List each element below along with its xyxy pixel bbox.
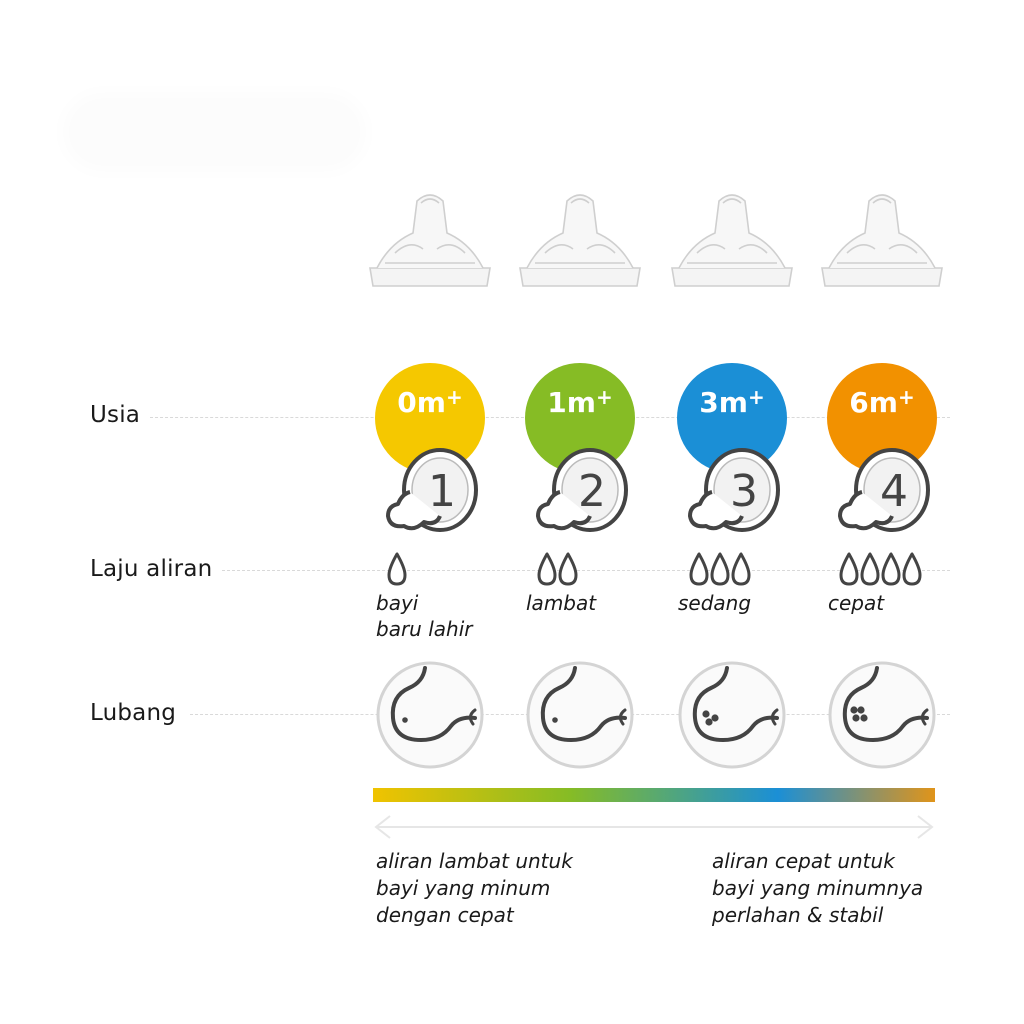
teat-product-image (821, 194, 943, 287)
water-drop-icon (558, 552, 578, 586)
water-drop-icon (881, 552, 901, 586)
flow-gradient-bar (373, 788, 935, 802)
fast-flow-line: perlahan & stabil (712, 903, 884, 927)
water-drop-icon (387, 552, 407, 586)
flow-description-line: bayi (376, 591, 419, 615)
water-drop-icon (537, 552, 557, 586)
hole-dot (860, 714, 868, 722)
fast-flow-line: aliran cepat untuk (712, 849, 895, 873)
nipple-teat-icon: 4 (838, 448, 930, 532)
nipple-teat-icon: 3 (688, 448, 780, 532)
water-drop-icon (731, 552, 751, 586)
flow-description: sedang (678, 590, 751, 616)
flow-description: lambat (526, 590, 596, 616)
flow-description-line: cepat (828, 591, 885, 615)
age-text: 3m+ (699, 385, 764, 419)
flow-drops (537, 552, 578, 586)
teat-number: 1 (428, 466, 456, 517)
age-text: 1m+ (547, 385, 612, 419)
age-value: 6m (849, 386, 898, 419)
hole-dot (711, 714, 719, 722)
slow-flow-line: bayi yang minum (376, 876, 551, 900)
fast-flow-description: aliran cepat untuk bayi yang minumnya pe… (712, 848, 923, 929)
nipple-hole-closeup-icon (678, 661, 786, 769)
teat-number: 3 (730, 466, 758, 517)
faint-background-shape (72, 102, 357, 162)
water-drop-icon (689, 552, 709, 586)
water-drop-icon (710, 552, 730, 586)
nipple-teat-icon: 1 (386, 448, 478, 532)
age-value: 0m (397, 386, 446, 419)
hole-dot (402, 717, 408, 723)
nipple-teat-icon: 2 (536, 448, 628, 532)
hole-dot (852, 714, 860, 722)
age-row-label: Usia (90, 402, 141, 428)
teat-number: 2 (578, 466, 606, 517)
flow-row-label: Laju aliran (90, 556, 213, 582)
flow-description: cepat (828, 590, 884, 616)
fast-flow-line: bayi yang minumnya (712, 876, 924, 900)
nipple-hole-closeup-icon (526, 661, 634, 769)
water-drop-icon (860, 552, 880, 586)
teat-number: 4 (880, 466, 908, 517)
slow-flow-description: aliran lambat untuk bayi yang minum deng… (376, 848, 573, 929)
slow-flow-line: dengan cepat (376, 903, 514, 927)
nipple-hole-closeup-icon (376, 661, 484, 769)
teat-product-image (671, 194, 793, 287)
age-plus: + (445, 385, 463, 409)
hole-dot (552, 717, 558, 723)
age-value: 1m (547, 386, 596, 419)
age-text: 0m+ (397, 385, 462, 419)
double-arrow-icon (374, 815, 934, 839)
flow-description-line: sedang (678, 591, 752, 615)
nipple-hole-closeup-icon (828, 661, 936, 769)
hole-dot (857, 706, 865, 714)
teat-product-image (369, 194, 491, 287)
hole-row-label: Lubang (90, 700, 177, 726)
age-plus: + (595, 385, 613, 409)
slow-flow-line: aliran lambat untuk (376, 849, 573, 873)
water-drop-icon (839, 552, 859, 586)
flow-drops (839, 552, 922, 586)
hole-dot (705, 718, 713, 726)
age-text: 6m+ (849, 385, 914, 419)
flow-row-guide (222, 570, 950, 571)
flow-drops (689, 552, 751, 586)
age-plus: + (897, 385, 915, 409)
age-plus: + (747, 385, 765, 409)
flow-description-line: baru lahir (376, 617, 473, 641)
teat-product-image (519, 194, 641, 287)
water-drop-icon (902, 552, 922, 586)
flow-drops (387, 552, 407, 586)
flow-description-line: lambat (526, 591, 597, 615)
hole-dot (702, 710, 710, 718)
hole-dot (850, 706, 858, 714)
age-value: 3m (699, 386, 748, 419)
